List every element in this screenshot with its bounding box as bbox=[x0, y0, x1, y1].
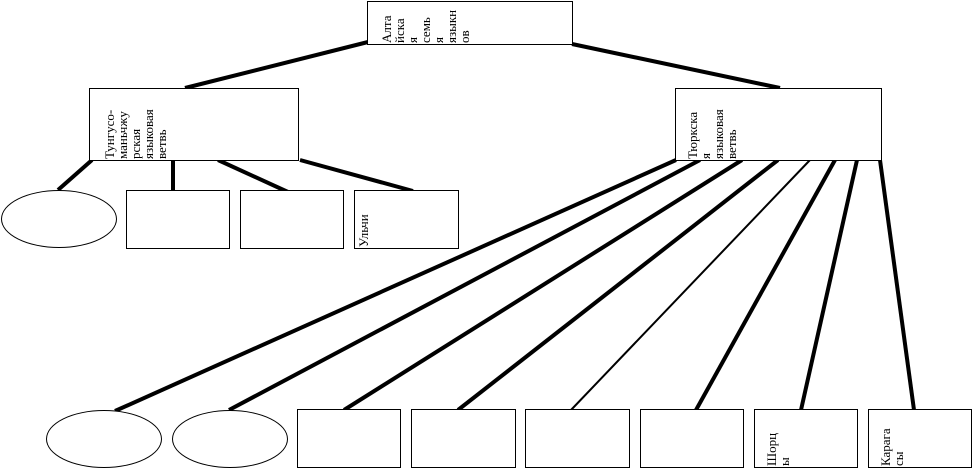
tungus-child-box-2 bbox=[240, 190, 344, 249]
branch-node-turkic-label: Тюркска я языковая ветвь bbox=[685, 109, 739, 159]
turkic-child-box-4 bbox=[640, 409, 744, 468]
connector-turkic-box1 bbox=[342, 158, 744, 412]
connector-turkic-box4 bbox=[694, 159, 837, 411]
turkic-child-karagasy-label: Карага сы bbox=[878, 428, 906, 466]
turkic-child-oval-1 bbox=[46, 410, 162, 468]
connector-root-turkic bbox=[571, 42, 781, 90]
tungus-child-box-1 bbox=[126, 190, 230, 249]
turkic-child-box-2 bbox=[411, 409, 516, 468]
connector-tungus-ulchi bbox=[299, 158, 414, 193]
connector-root-tungus bbox=[184, 40, 369, 90]
tungus-child-oval bbox=[1, 190, 117, 248]
turkic-child-shortsy: Шорц ы bbox=[754, 409, 858, 468]
turkic-child-karagasy: Карага сы bbox=[868, 409, 972, 468]
branch-node-tungus-manchu: Тунгусо- маньчжу рская языковая ветвь bbox=[89, 88, 299, 161]
turkic-child-box-3 bbox=[525, 409, 630, 468]
turkic-child-box-1 bbox=[297, 409, 401, 468]
branch-node-tungus-label: Тунгусо- маньчжу рская языковая ветвь bbox=[102, 109, 169, 159]
connector-tungus-oval bbox=[56, 158, 94, 192]
root-node-label: Алта йска я семь я языкн ов bbox=[379, 9, 472, 43]
root-node-altaic-family: Алта йска я семь я языкн ов bbox=[367, 1, 573, 45]
tungus-child-ulchi: Ульчи bbox=[354, 190, 459, 249]
connector-turkic-oval2 bbox=[228, 158, 701, 412]
turkic-child-oval-2 bbox=[172, 410, 288, 468]
connector-turkic-oval1 bbox=[114, 158, 677, 413]
connector-turkic-karagasy bbox=[878, 159, 916, 411]
turkic-child-shortsy-label: Шорц ы bbox=[764, 432, 792, 466]
connector-turkic-shortsy bbox=[799, 159, 859, 411]
connector-tungus-box2 bbox=[217, 158, 289, 194]
tungus-child-ulchi-label: Ульчи bbox=[356, 214, 371, 247]
branch-node-turkic: Тюркска я языковая ветвь bbox=[675, 88, 882, 161]
connector-turkic-box3 bbox=[570, 159, 811, 411]
connector-turkic-box2 bbox=[456, 158, 780, 412]
